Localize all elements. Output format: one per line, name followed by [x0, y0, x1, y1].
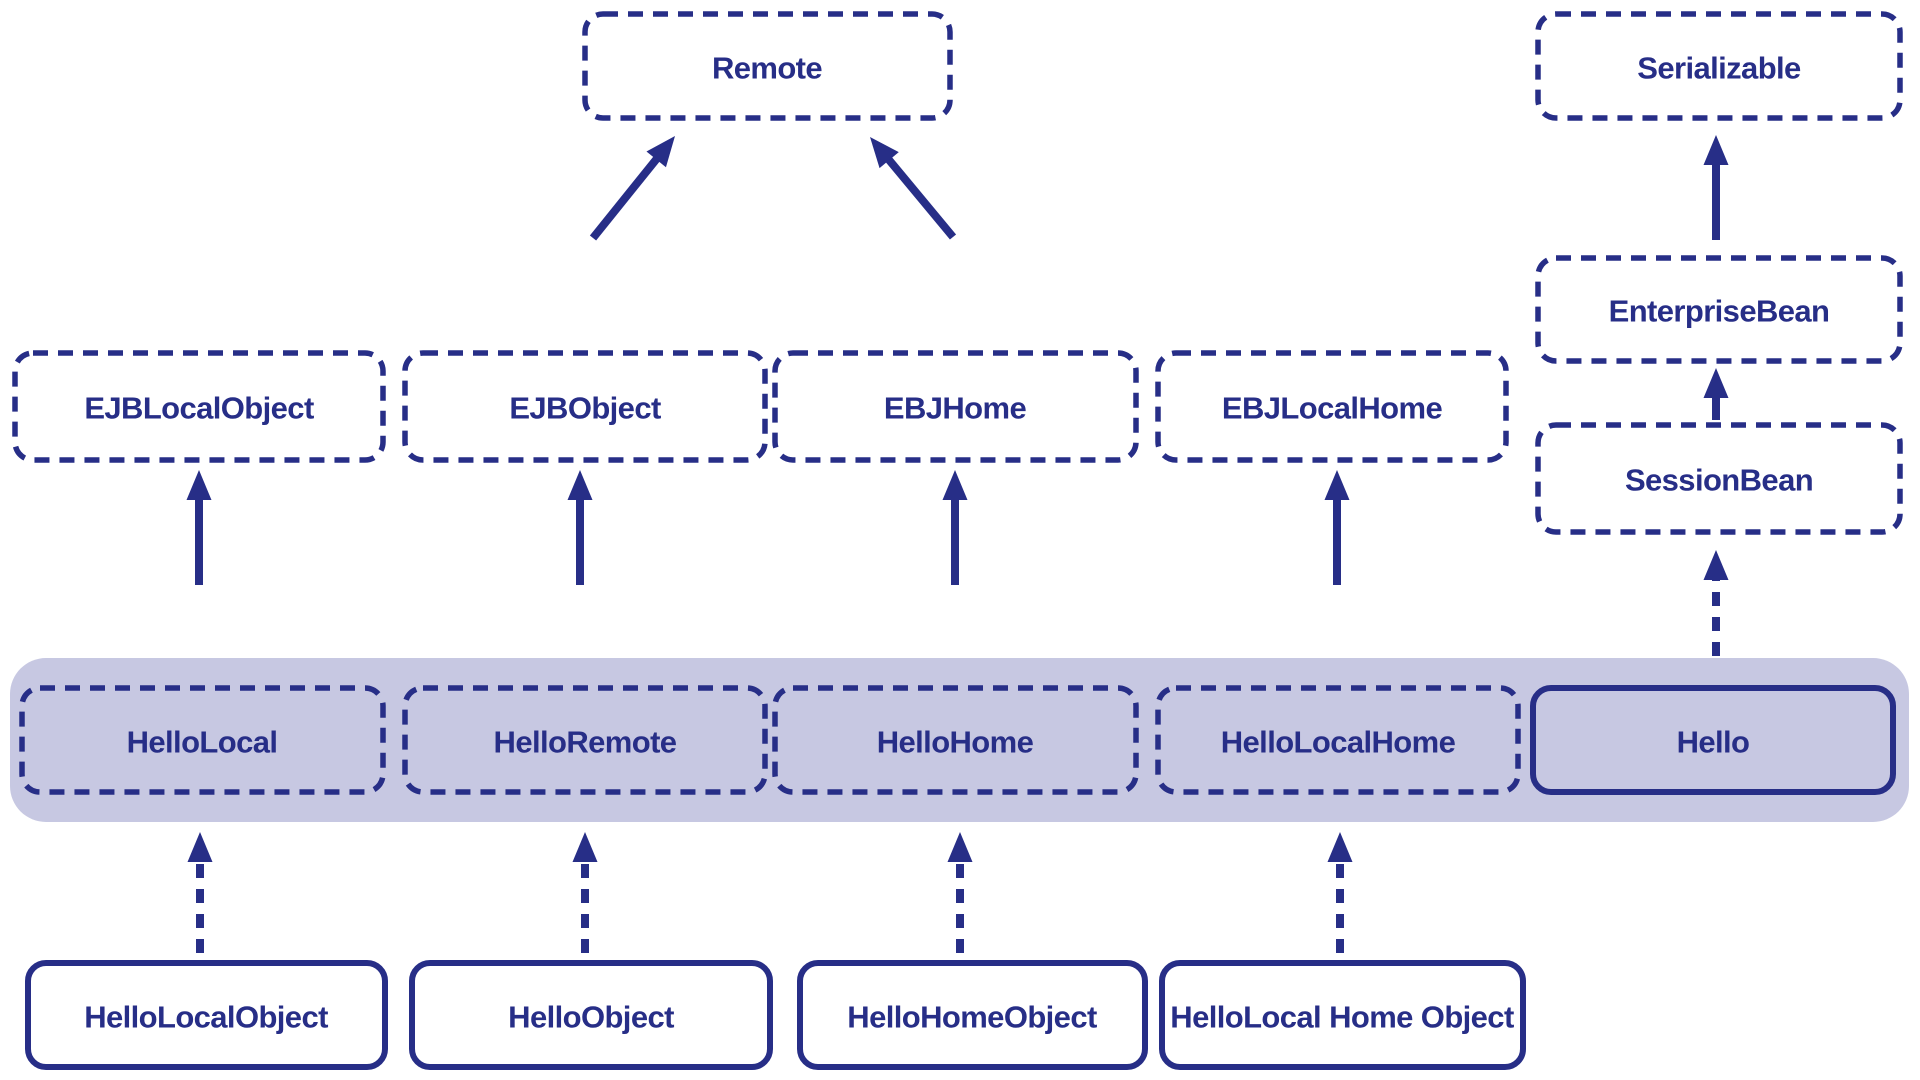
node-ebjhome-box — [772, 350, 1139, 463]
arrow-shaft — [589, 152, 664, 241]
arrow-head — [1703, 135, 1729, 165]
node-ejbobject-box — [402, 350, 768, 463]
node-hellolocalhome-label: HelloLocalHome — [1221, 725, 1456, 760]
node-hellohome-box — [772, 685, 1139, 795]
arrow-head — [572, 832, 598, 862]
arrow-hello-to-sessionBean — [1703, 550, 1729, 656]
arrow-ejbObject-to-remote — [589, 136, 675, 241]
node-hellolocalhome: HelloLocalHome — [1155, 685, 1521, 795]
node-helloremote-label: HelloRemote — [494, 725, 677, 760]
node-ebjlocalhome: EBJLocalHome — [1155, 350, 1509, 463]
node-ejblocalobject-box — [12, 350, 386, 463]
arrow-ebjHome-to-remote — [870, 137, 957, 240]
arrow-shaft — [882, 152, 957, 240]
arrow-head — [1327, 832, 1353, 862]
node-ejbobject-label: EJBObject — [509, 391, 661, 426]
node-ebjhome-label: EBJHome — [884, 391, 1027, 426]
node-hellolocalobject: HelloLocalObject — [25, 960, 388, 1070]
arrow-head — [186, 470, 212, 500]
node-hellohomeobject: HelloHomeObject — [797, 960, 1148, 1070]
arrow-head — [870, 137, 899, 169]
arrow-head — [1703, 550, 1729, 580]
node-hellolocalobject-label: HelloLocalObject — [84, 1000, 328, 1035]
arrow-helloLocalHomeObject-to-helloLocalHome — [1327, 832, 1353, 953]
node-hello-label: Hello — [1677, 725, 1750, 760]
node-enterprisebean-label: EnterpriseBean — [1609, 294, 1830, 329]
arrow-head — [187, 832, 213, 862]
arrow-helloLocalObject-to-helloLocal — [187, 832, 213, 953]
node-enterprisebean-box — [1535, 255, 1903, 364]
arrow-head — [942, 470, 968, 500]
node-ejbobject: EJBObject — [402, 350, 768, 463]
node-ejblocalobject: EJBLocalObject — [12, 350, 386, 463]
arrow-head — [646, 136, 675, 168]
arrow-head — [567, 470, 593, 500]
node-ebjhome: EBJHome — [772, 350, 1139, 463]
node-hellohomeobject-label: HelloHomeObject — [847, 1000, 1097, 1035]
node-serializable-box — [1535, 11, 1903, 121]
node-hellolocalhomeobject-box — [1159, 960, 1526, 1070]
node-helloobject-label: HelloObject — [508, 1000, 674, 1035]
node-hellolocalhome-box — [1155, 685, 1521, 795]
node-remote-label: Remote — [712, 51, 822, 86]
node-remote: Remote — [582, 11, 953, 121]
node-hellolocal: HelloLocal — [19, 685, 386, 795]
node-hellohome: HelloHome — [772, 685, 1139, 795]
arrow-head — [1703, 368, 1729, 398]
node-hellolocalobject-box — [25, 960, 388, 1070]
node-hellolocal-label: HelloLocal — [127, 725, 278, 760]
node-hellolocalhomeobject-label: HelloLocal Home Object — [1170, 1000, 1514, 1035]
node-helloobject-box — [409, 960, 773, 1070]
node-hello: Hello — [1530, 685, 1896, 795]
node-remote-box — [582, 11, 953, 121]
arrow-helloLocalHome-to-ebjLocalHome — [1324, 470, 1350, 585]
node-sessionbean-label: SessionBean — [1625, 463, 1813, 498]
node-serializable: Serializable — [1535, 11, 1903, 121]
arrow-helloLocal-to-ejbLocalObject — [186, 470, 212, 585]
arrow-helloRemote-to-ejbObject — [567, 470, 593, 585]
node-ebjlocalhome-label: EBJLocalHome — [1222, 391, 1443, 426]
arrow-helloObject-to-helloRemote — [572, 832, 598, 953]
arrow-head — [947, 832, 973, 862]
node-helloremote-box — [402, 685, 768, 795]
node-hellolocal-box — [19, 685, 386, 795]
node-hellolocalhomeobject: HelloLocal Home Object — [1159, 960, 1526, 1070]
arrow-enterpriseBean-to-serializable — [1703, 135, 1729, 240]
node-ejblocalobject-label: EJBLocalObject — [84, 391, 314, 426]
node-ebjlocalhome-box — [1155, 350, 1509, 463]
arrow-helloHome-to-ebjHome — [942, 470, 968, 585]
arrow-helloHomeObject-to-helloHome — [947, 832, 973, 953]
arrow-sessionBean-to-enterpriseBean — [1703, 368, 1729, 420]
node-helloremote: HelloRemote — [402, 685, 768, 795]
node-hellohome-label: HelloHome — [877, 725, 1034, 760]
node-enterprisebean: EnterpriseBean — [1535, 255, 1903, 364]
node-hellohomeobject-box — [797, 960, 1148, 1070]
node-sessionbean-box — [1535, 422, 1903, 535]
node-hello-box — [1530, 685, 1896, 795]
highlight-band — [10, 658, 1909, 822]
node-serializable-label: Serializable — [1637, 51, 1801, 86]
arrows-layer — [186, 135, 1729, 953]
node-sessionbean: SessionBean — [1535, 422, 1903, 535]
node-helloobject: HelloObject — [409, 960, 773, 1070]
arrow-head — [1324, 470, 1350, 500]
